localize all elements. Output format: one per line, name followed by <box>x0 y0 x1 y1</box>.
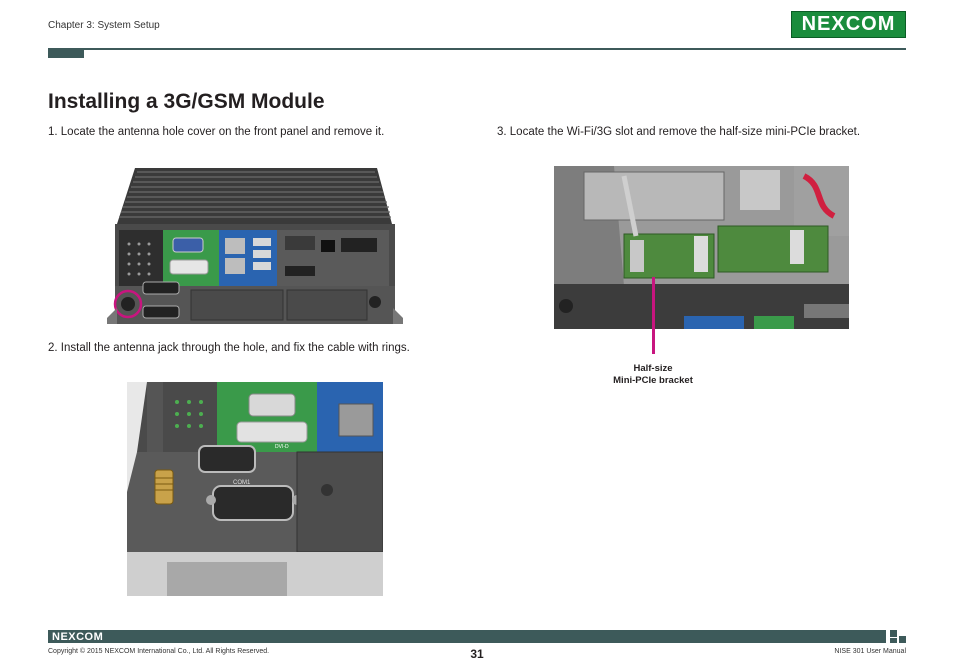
page-title: Installing a 3G/GSM Module <box>48 90 325 113</box>
manual-name: NISE 301 User Manual <box>834 648 906 655</box>
callout-label: Half-size Mini-PCIe bracket <box>590 363 716 387</box>
mini-pcie-illustration <box>554 166 849 329</box>
nexcom-logo: NEXCOM <box>791 11 906 38</box>
footer-logo: NEXCOM <box>52 631 104 643</box>
header-rule <box>48 48 906 50</box>
page-number: 31 <box>470 647 484 661</box>
footer-square <box>899 636 906 643</box>
antenna-jack-photo: DVI-D COM1 <box>127 382 383 596</box>
step-3-text: 3. Locate the Wi-Fi/3G slot and remove t… <box>497 126 861 138</box>
front-panel-illustration <box>107 168 403 324</box>
logo-text: NEXCOM <box>801 13 896 35</box>
mini-pcie-slot-photo <box>554 166 849 329</box>
copyright-text: Copyright © 2015 NEXCOM International Co… <box>48 648 270 655</box>
footer-square <box>890 630 897 637</box>
com1-label: COM1 <box>233 480 251 486</box>
front-panel-photo <box>107 166 403 326</box>
chapter-label: Chapter 3: System Setup <box>48 20 160 31</box>
callout-line <box>652 277 655 354</box>
antenna-jack-illustration: DVI-D COM1 <box>127 382 383 596</box>
step-2-text: 2. Install the antenna jack through the … <box>48 342 410 354</box>
step-1-text: 1. Locate the antenna hole cover on the … <box>48 126 385 138</box>
header-tab <box>48 50 84 58</box>
dvi-label: DVI-D <box>275 444 289 450</box>
antenna-hole-highlight <box>113 289 143 319</box>
callout-line-1: Half-size <box>633 363 673 374</box>
callout-line-2: Mini-PCIe bracket <box>613 375 693 386</box>
footer-bar <box>48 630 886 643</box>
footer-square <box>890 638 897 643</box>
